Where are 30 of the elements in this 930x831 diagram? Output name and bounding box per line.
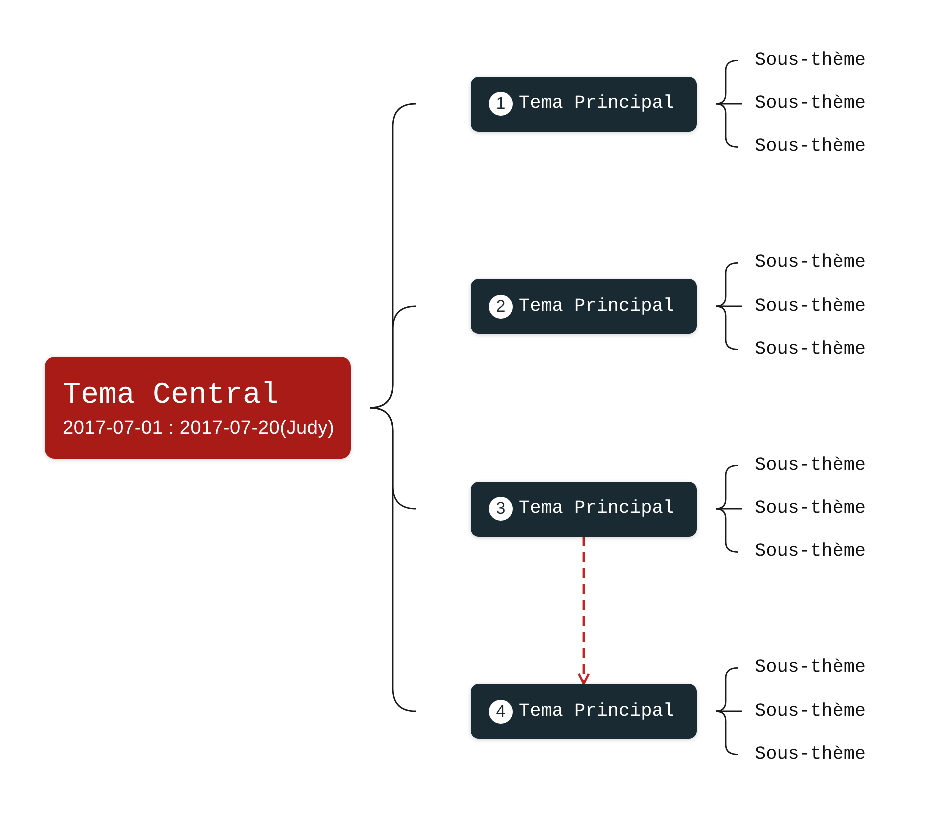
date-range: 2017-07-01 : 2017-07-20(Judy) (63, 418, 335, 440)
bracket-line (370, 407, 416, 712)
central-topic-card (45, 357, 351, 459)
subtopic-text: Sous-thème (752, 292, 872, 320)
central-topic-title: Tema Central (63, 378, 280, 415)
subtopic-text: Sous-thème (752, 495, 872, 523)
subtopic-text: Sous-thème (752, 133, 872, 162)
dashed-arrow (578, 536, 590, 686)
subtopic-text: Sous-thème (752, 452, 872, 480)
main-topic-card (471, 76, 697, 132)
subtopic-text: Sous-thème (752, 740, 872, 769)
bracket-line (370, 306, 416, 409)
topic-title: Tema Principal (519, 700, 674, 724)
topic-number: 3 (489, 497, 513, 521)
subtopic-text: Sous-thème (752, 90, 872, 118)
subtopic-text: Sous-thème (752, 336, 872, 364)
topic-number: 2 (489, 294, 513, 318)
subtopic-text: Sous-thème (752, 249, 872, 278)
subtopic-text: Sous-thème (752, 654, 872, 682)
subtopic-text: Sous-thème (752, 538, 872, 566)
topic-number: 1 (489, 92, 513, 116)
topic-title: Tema Principal (519, 497, 674, 521)
main-topic-card (471, 482, 697, 536)
main-topic-card (471, 684, 697, 739)
main-topic-card (471, 279, 697, 334)
topic-number: 4 (489, 700, 513, 724)
subtopic-text: Sous-thème (752, 698, 872, 726)
subtopic-text: Sous-thème (752, 46, 872, 75)
topic-title: Tema Principal (519, 294, 674, 318)
topic-title: Tema Principal (519, 92, 674, 116)
